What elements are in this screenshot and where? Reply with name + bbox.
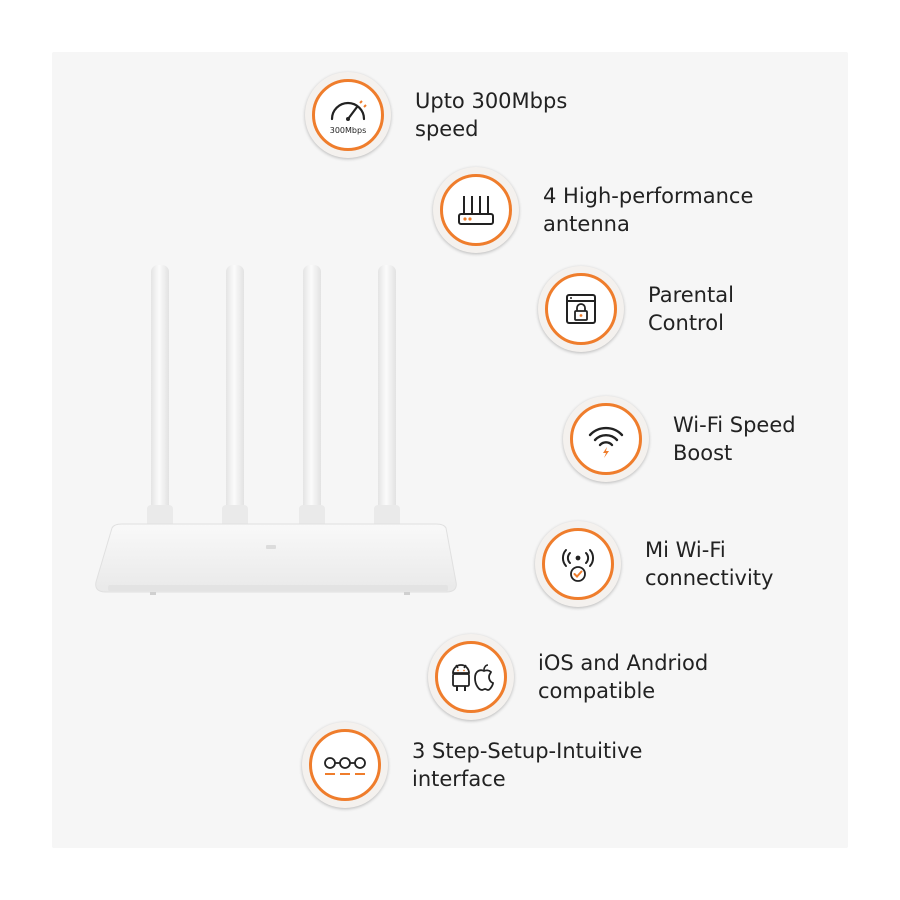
router-antenna-icon [440, 174, 512, 246]
speedometer-icon: 300Mbps [312, 79, 384, 151]
feature-label: Parental Control [648, 283, 734, 335]
feature-mi-wifi: Mi Wi-Fi connectivity [535, 521, 773, 607]
mi-wifi-signal-icon [542, 528, 614, 600]
feature-compatible: iOS and Andriod compatible [428, 634, 708, 720]
feature-label: Upto 300Mbps speed [415, 89, 568, 141]
feature-setup: 3 Step-Setup-Intuitive interface [302, 722, 642, 808]
feature-label: Mi Wi-Fi connectivity [645, 538, 774, 590]
three-step-setup-icon [309, 729, 381, 801]
wifi-boost-icon [570, 403, 642, 475]
feature-badge: 300Mbps [305, 72, 391, 158]
feature-badge [538, 266, 624, 352]
feature-label: iOS and Andriod compatible [538, 651, 709, 703]
feature-badge [302, 722, 388, 808]
feature-label: 4 High-performance antenna [543, 184, 754, 236]
feature-badge [433, 167, 519, 253]
feature-label: 3 Step-Setup-Intuitive interface [412, 739, 643, 791]
feature-parental: Parental Control [538, 266, 734, 352]
feature-speed: 300Mbps Upto 300Mbps speed [305, 72, 567, 158]
android-apple-icon [435, 641, 507, 713]
feature-antenna: 4 High-performance antenna [433, 167, 753, 253]
feature-badge [535, 521, 621, 607]
feature-badge [428, 634, 514, 720]
feature-wifi-boost: Wi-Fi Speed Boost [563, 396, 796, 482]
speedometer-label: 300Mbps [330, 126, 367, 135]
parental-lock-icon [545, 273, 617, 345]
feature-label: Wi-Fi Speed Boost [673, 413, 796, 465]
feature-badge [563, 396, 649, 482]
